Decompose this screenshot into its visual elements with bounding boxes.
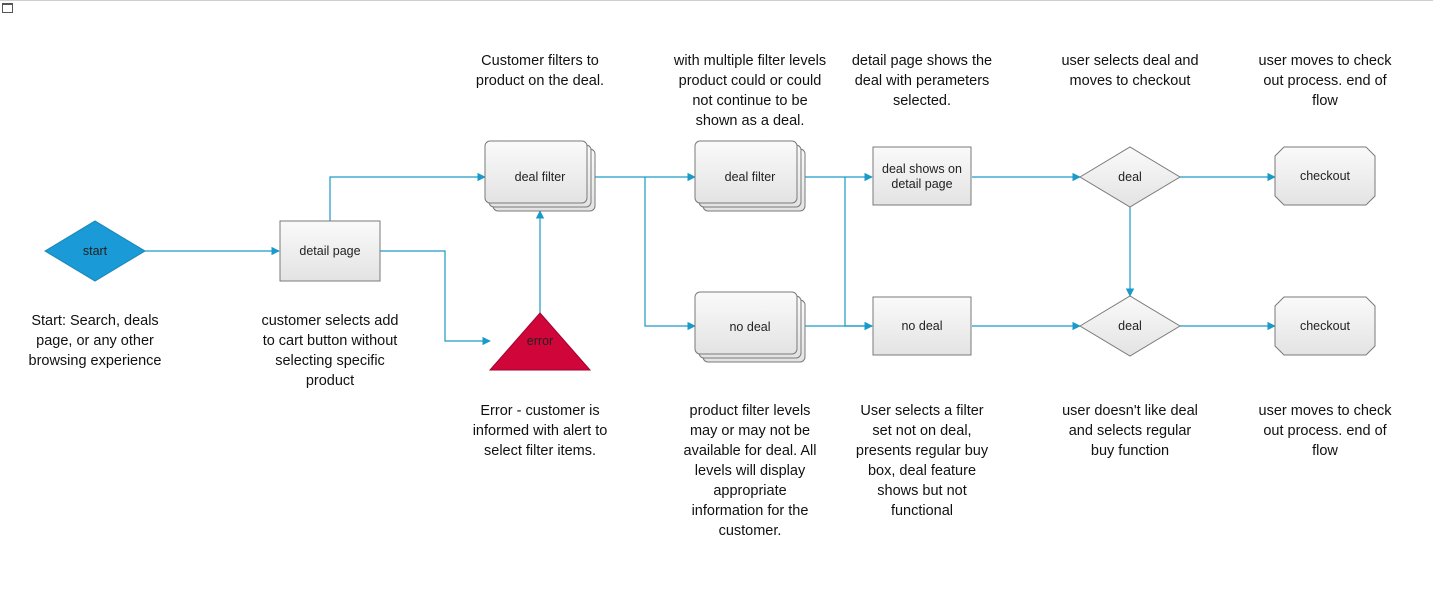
deal-filter-node-2[interactable]: deal filter [694, 140, 806, 212]
no-deal-box-label: no deal [901, 319, 942, 333]
note-line: not continue to be [692, 93, 808, 109]
note-line: may or may not be [689, 423, 811, 439]
deal-shows-node[interactable]: deal shows on detail page [872, 146, 972, 206]
deal-decision-top-label: deal [1118, 170, 1142, 184]
note-line: selecting specific [275, 353, 385, 369]
note-line: page, or any other [36, 333, 154, 349]
window-top-border [0, 0, 1433, 1]
deal-shows-label-line1: deal shows on [882, 162, 962, 176]
deal-decision-bottom-label: deal [1118, 319, 1142, 333]
note-line: user moves to check [1258, 53, 1392, 69]
start-node[interactable]: start [44, 220, 146, 282]
note-line: flow [1312, 443, 1338, 459]
note-start: Start: Search, deals page, or any other … [10, 311, 180, 371]
connector-deal-filter-to-no-deal [644, 177, 696, 331]
note-line: Customer filters to [481, 53, 599, 69]
checkout-top-node[interactable]: checkout [1274, 146, 1376, 206]
note-line: out process. end of [1263, 423, 1387, 439]
note-line: user doesn't like deal [1062, 403, 1198, 419]
note-line: with multiple filter levels [673, 53, 827, 69]
note-line: flow [1312, 93, 1338, 109]
note-line: product could or could [678, 73, 822, 89]
note-line: product on the deal. [475, 73, 605, 89]
note-detail-page-shows: detail page shows the deal with peramete… [832, 51, 1012, 111]
no-deal-stack-node[interactable]: no deal [694, 291, 806, 363]
deal-decision-top[interactable]: deal [1079, 146, 1181, 208]
note-product-filter-levels: product filter levels may or may not be … [660, 401, 840, 541]
note-line: buy function [1090, 443, 1170, 459]
note-multiple-filter: with multiple filter levels product coul… [655, 51, 845, 131]
note-line: appropriate [713, 483, 787, 499]
note-line: available for deal. All [683, 443, 817, 459]
error-node[interactable]: error [488, 312, 592, 371]
note-line: selected. [892, 93, 952, 109]
note-line: out process. end of [1263, 73, 1387, 89]
note-line: informed with alert to [472, 423, 608, 439]
note-customer-filters: Customer filters to product on the deal. [450, 51, 630, 91]
note-user-doesnt-like: user doesn't like deal and selects regul… [1040, 401, 1220, 461]
note-line: select filter items. [484, 443, 596, 459]
checkout-bottom-node[interactable]: checkout [1274, 296, 1376, 356]
note-line: product [305, 373, 355, 389]
detail-page-label: detail page [299, 244, 360, 258]
checkout-bottom-label: checkout [1300, 319, 1351, 333]
note-line: levels will display [694, 463, 806, 479]
note-line: deal with perameters [854, 73, 990, 89]
note-line: box, deal feature [867, 463, 977, 479]
no-deal-stack-label: no deal [729, 320, 770, 334]
connector-detail-to-error [380, 250, 491, 346]
detail-page-node[interactable]: detail page [279, 220, 381, 282]
connectors [145, 172, 1276, 346]
note-line: product filter levels [689, 403, 811, 419]
note-line: set not on deal, [872, 423, 972, 439]
note-detail-page: customer selects add to cart button with… [240, 311, 420, 391]
window-icon[interactable] [2, 3, 13, 13]
note-checkout-top: user moves to check out process. end of … [1240, 51, 1410, 111]
note-line: moves to checkout [1069, 73, 1191, 89]
note-user-selects-deal: user selects deal and moves to checkout [1040, 51, 1220, 91]
note-line: to cart button without [262, 333, 398, 349]
note-line: and selects regular [1068, 423, 1192, 439]
error-node-label: error [527, 334, 553, 348]
deal-decision-bottom[interactable]: deal [1079, 295, 1181, 357]
note-line: presents regular buy [855, 443, 989, 459]
note-line: customer. [718, 523, 782, 539]
checkout-top-label: checkout [1300, 169, 1351, 183]
note-line: Error - customer is [480, 403, 600, 419]
note-line: shows but not [877, 483, 967, 499]
note-user-selects-filter: User selects a filter set not on deal, p… [832, 401, 1012, 521]
connector-detail-to-deal-filter [329, 172, 486, 221]
no-deal-box-node[interactable]: no deal [872, 296, 972, 356]
deal-filter-1-label: deal filter [515, 170, 566, 184]
deal-shows-label-line2: detail page [891, 177, 952, 191]
note-line: detail page shows the [851, 53, 993, 69]
note-line: functional [890, 503, 954, 519]
deal-filter-2-label: deal filter [725, 170, 776, 184]
note-error: Error - customer is informed with alert … [450, 401, 630, 461]
note-line: shown as a deal. [695, 113, 805, 129]
note-line: user selects deal and [1061, 53, 1199, 69]
note-checkout-bottom: user moves to check out process. end of … [1240, 401, 1410, 461]
note-line: Start: Search, deals [31, 313, 159, 329]
connector-filter2-to-no-deal-box [844, 177, 873, 331]
note-line: User selects a filter [860, 403, 984, 419]
start-node-label: start [83, 244, 108, 258]
note-line: browsing experience [28, 353, 162, 369]
deal-filter-node-1[interactable]: deal filter [484, 140, 596, 212]
note-line: user moves to check [1258, 403, 1392, 419]
note-line: information for the [691, 503, 809, 519]
note-line: customer selects add [261, 313, 399, 329]
